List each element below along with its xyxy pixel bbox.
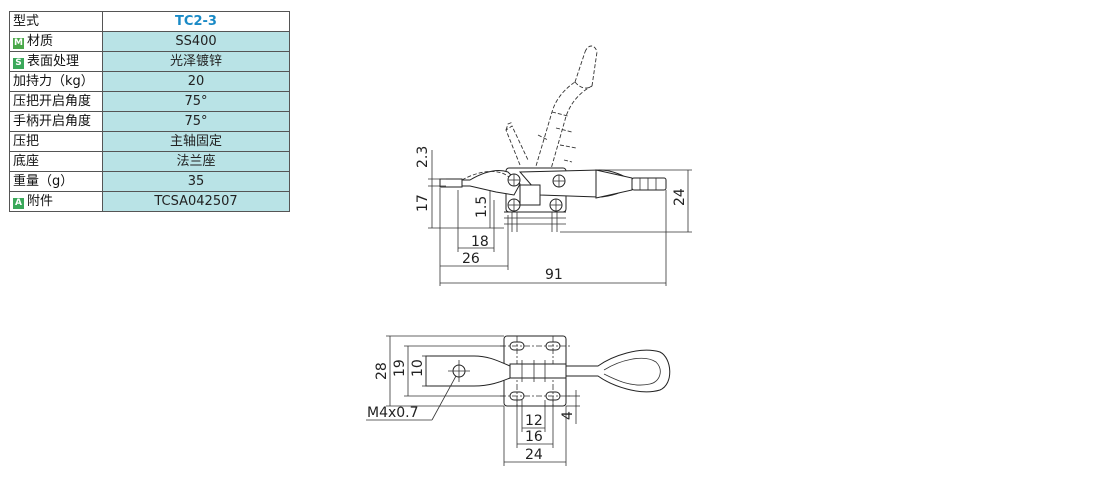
clamp-handle xyxy=(518,169,667,199)
handle-loop xyxy=(565,349,671,393)
dim-28: 28 xyxy=(374,362,390,380)
dim-4: 4 xyxy=(560,411,576,420)
dim-17: 17 xyxy=(415,194,431,212)
spec-label: 压把 xyxy=(9,131,103,152)
spec-label: 压把开启角度 xyxy=(9,91,103,112)
dim-1-5: 1.5 xyxy=(474,196,490,218)
thread-label: M4x0.7 xyxy=(367,405,419,421)
surface-badge-icon: S xyxy=(13,58,24,69)
dim-16: 16 xyxy=(525,429,543,445)
spec-row-handle-angle: 手柄开启角度 75° xyxy=(9,111,290,132)
spec-value: 75° xyxy=(102,91,290,112)
clamp-arm xyxy=(439,170,521,196)
spec-row-model: 型式 TC2-3 xyxy=(9,11,290,32)
top-dimensions: 28 19 10 12 16 24 xyxy=(366,335,580,466)
accessory-badge-icon: A xyxy=(13,198,24,209)
dim-10: 10 xyxy=(410,359,426,377)
dim-12: 12 xyxy=(525,413,543,429)
dim-19: 19 xyxy=(392,359,408,377)
spec-value: 主轴固定 xyxy=(102,131,290,152)
spec-label: 重量（g） xyxy=(9,171,103,192)
spec-value: 光泽镀锌 xyxy=(102,51,290,72)
spec-label: 型式 xyxy=(9,11,103,32)
spec-value: 法兰座 xyxy=(102,151,290,172)
spec-row-clamp-angle: 压把开启角度 75° xyxy=(9,91,290,112)
mounting-slots xyxy=(500,336,570,406)
spec-value: TCSA042507 xyxy=(102,191,290,212)
spec-value: 20 xyxy=(102,71,290,92)
dim-2-3: 2.3 xyxy=(415,146,431,168)
spec-value: SS400 xyxy=(102,31,290,52)
side-dimensions: 2.3 17 1.5 18 26 91 24 xyxy=(415,146,692,286)
top-view: 28 19 10 12 16 24 xyxy=(366,335,671,466)
dim-24-top: 24 xyxy=(525,447,543,463)
link-top xyxy=(509,363,567,379)
spec-row-clamp-arm: 压把 主轴固定 xyxy=(9,131,290,152)
open-handle-phantom xyxy=(505,45,598,191)
dim-91: 91 xyxy=(545,267,563,283)
spec-row-weight: 重量（g） 35 xyxy=(9,171,290,192)
spec-value: 75° xyxy=(102,111,290,132)
spec-row-force: 加持力（kg） 20 xyxy=(9,71,290,92)
dim-18: 18 xyxy=(471,234,489,250)
pivot-pins xyxy=(507,173,566,212)
spec-label: 底座 xyxy=(9,151,103,172)
spec-row-base: 底座 法兰座 xyxy=(9,151,290,172)
material-badge-icon: M xyxy=(13,38,24,49)
spec-value: TC2-3 xyxy=(102,11,290,32)
spec-label: 手柄开启角度 xyxy=(9,111,103,132)
spec-label: 加持力（kg） xyxy=(9,71,103,92)
spec-value: 35 xyxy=(102,171,290,192)
side-view: 2.3 17 1.5 18 26 91 24 xyxy=(415,45,692,286)
dim-26: 26 xyxy=(462,251,480,267)
dim-24-side: 24 xyxy=(672,188,688,206)
